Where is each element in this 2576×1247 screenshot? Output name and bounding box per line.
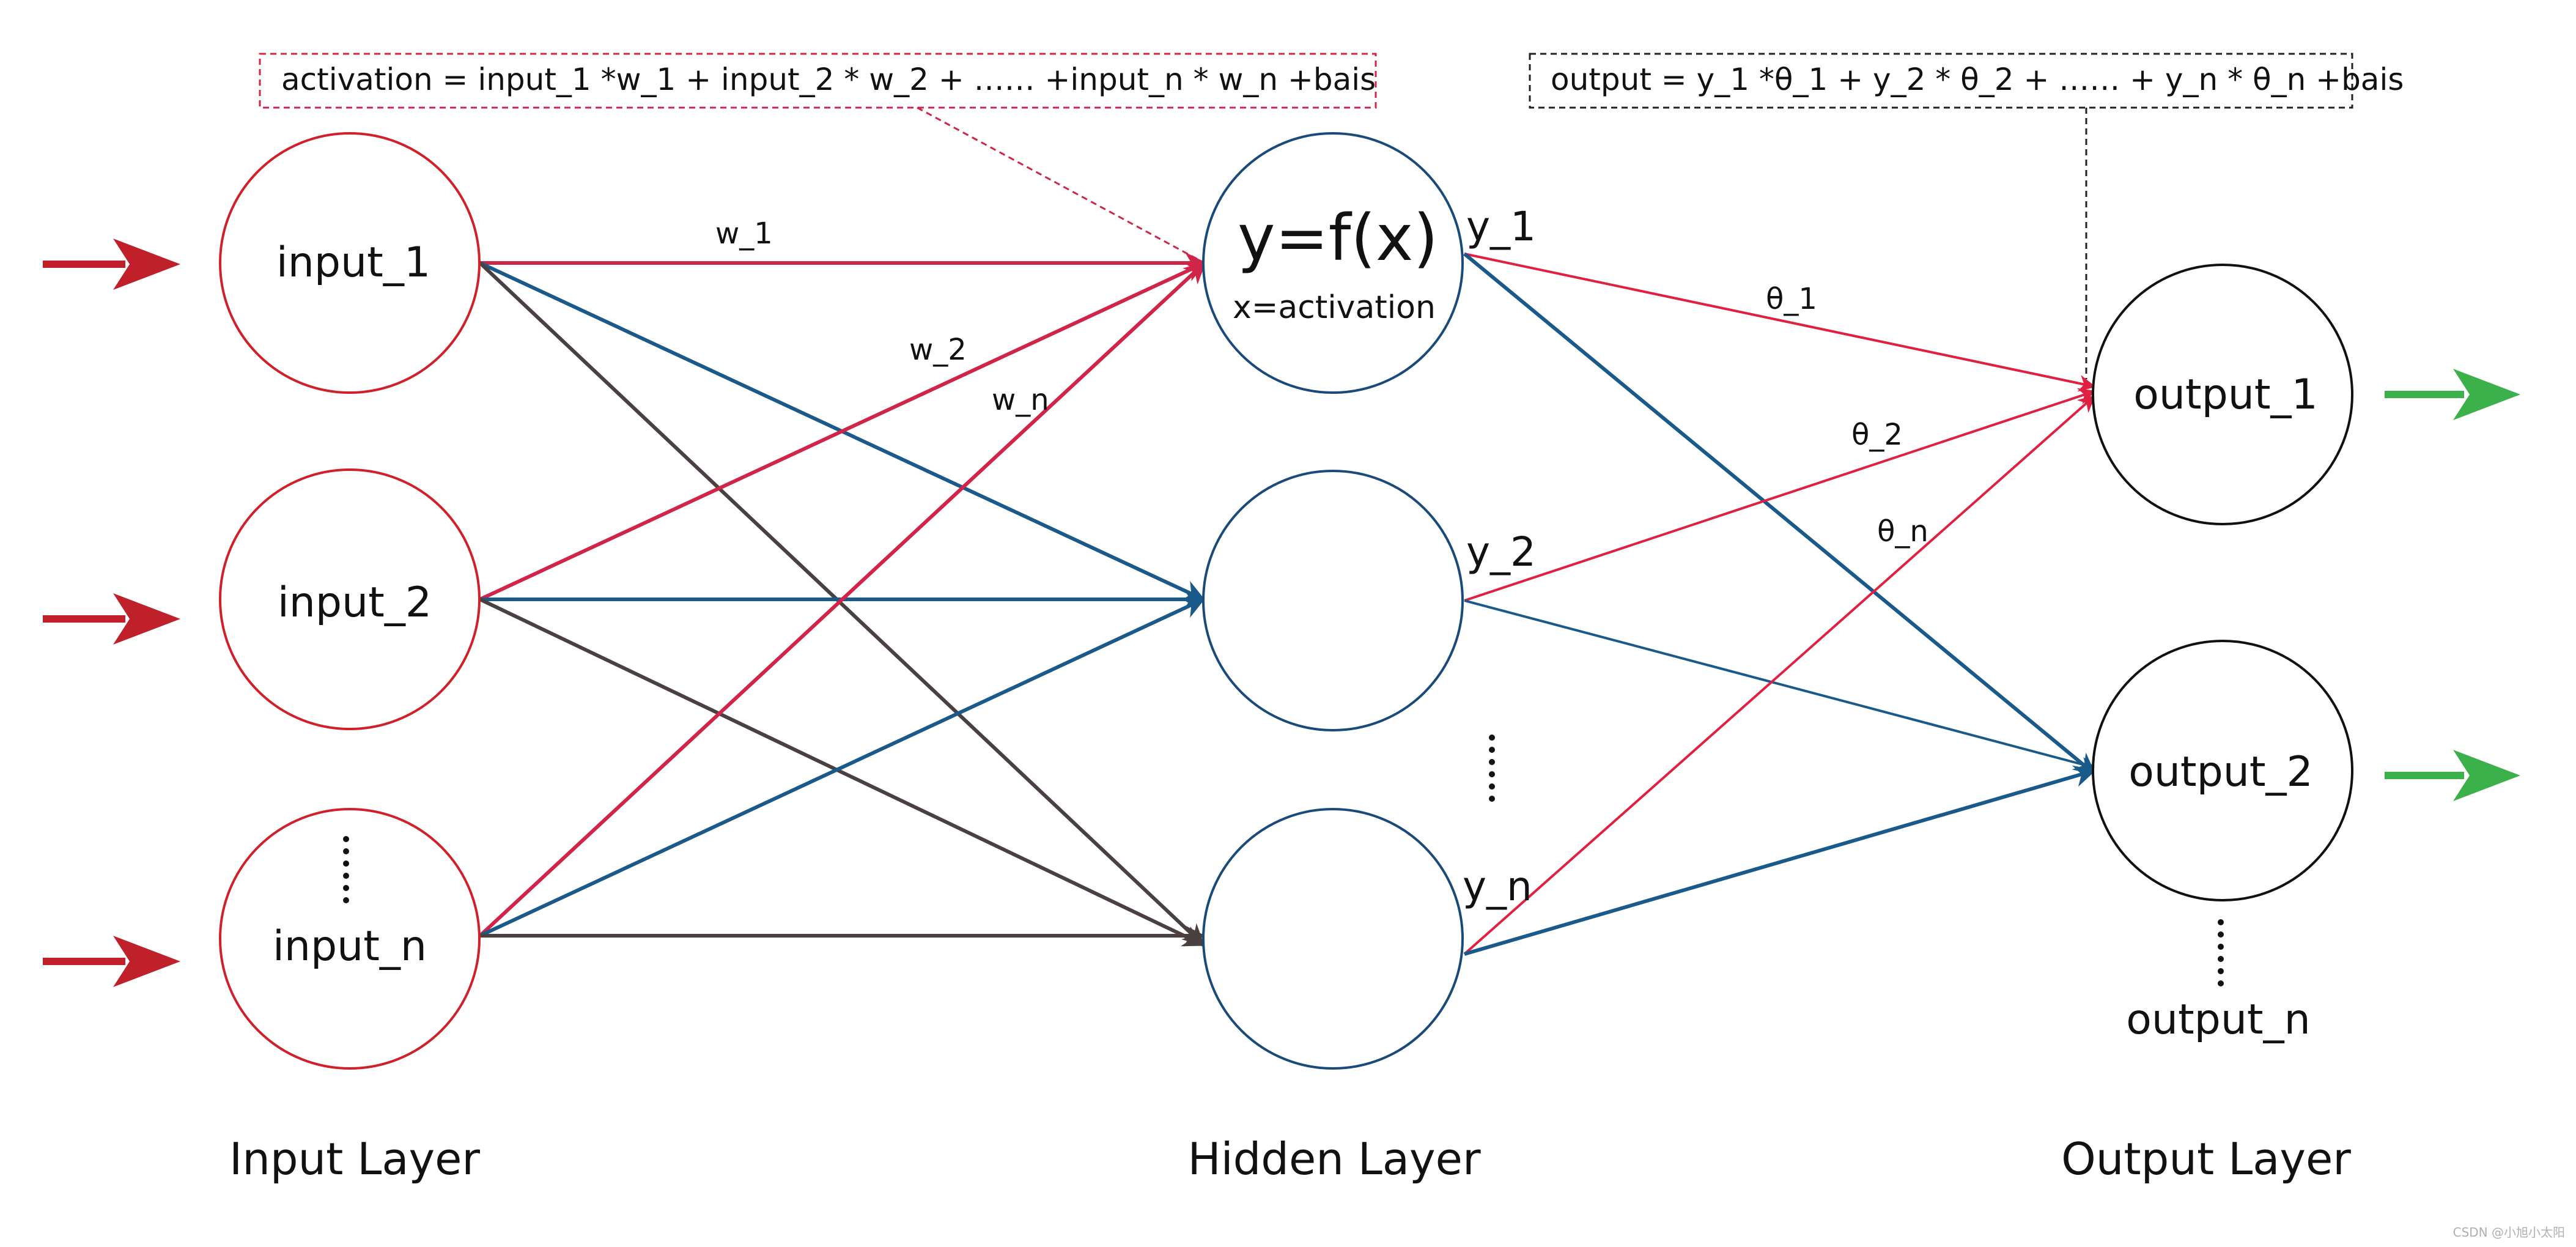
- input-node-1: [219, 132, 481, 394]
- input-layer-nodes: input_1 input_2 input_n: [219, 132, 481, 1070]
- edge-hidden2-output1: [1464, 388, 2096, 602]
- edge-hiddenn-output1: [1463, 395, 2096, 955]
- activation-formula-box: activation = input_1 *w_1 + input_2 * w_…: [259, 53, 1377, 109]
- weight-wn-label: w_n: [992, 383, 1049, 417]
- output-layer-label: Output Layer: [2061, 1133, 2351, 1185]
- weight-w1-label: w_1: [715, 216, 773, 251]
- input-hidden-edges: [478, 252, 1207, 947]
- output-formula: output = y_1 *θ_1 + y_2 * θ_2 + …… + y_n…: [1551, 62, 2404, 97]
- hidden-node-1: [1202, 132, 1464, 394]
- hidden-function-label: y=f(x): [1238, 201, 1438, 275]
- weight-w2-label: w_2: [909, 333, 967, 367]
- layer-labels: Input Layer Hidden Layer Output Layer: [229, 1133, 2351, 1185]
- input-layer-label: Input Layer: [229, 1133, 480, 1185]
- activation-pointer: [917, 106, 1205, 264]
- edge-input2-hidden3: [479, 598, 1206, 947]
- weight-labels: w_1 w_2 w_n θ_1 θ_2 θ_n: [715, 216, 1928, 549]
- outgoing-arrows: [2385, 369, 2520, 801]
- hidden-yn-label: y_n: [1463, 863, 1532, 910]
- weight-t2-label: θ_2: [1851, 418, 1903, 452]
- activation-formula: activation = input_1 *w_1 + input_2 * w_…: [281, 62, 1376, 97]
- outgoing-arrow-2-head: [2453, 750, 2520, 801]
- input-ellipsis: [343, 836, 349, 903]
- edge-inputn-hidden2: [479, 598, 1206, 938]
- incoming-arrow-2-head: [113, 593, 180, 645]
- input-node-n-label: input_n: [273, 922, 427, 971]
- input-node-1-label: input_1: [276, 239, 430, 287]
- output-node-1-label: output_1: [2133, 371, 2318, 419]
- edge-hidden2-output2: [1464, 599, 2096, 772]
- weight-t1-label: θ_1: [1766, 282, 1817, 316]
- hidden-node-2: [1202, 470, 1464, 731]
- edge-hiddenn-output2: [1464, 765, 2097, 956]
- edge-hidden1-output1: [1464, 253, 2096, 392]
- watermark: CSDN @小旭小太阳: [2453, 1225, 2565, 1240]
- edge-input2-hidden1: [479, 261, 1207, 601]
- input-node-2: [219, 468, 481, 730]
- hidden-layer-label: Hidden Layer: [1187, 1133, 1481, 1185]
- input-node-n: [219, 808, 481, 1070]
- hidden-node-n: [1202, 808, 1464, 1070]
- hidden-subtitle-label: x=activation: [1233, 289, 1436, 326]
- hidden-y2-label: y_2: [1466, 528, 1536, 575]
- output-node-1: [2092, 264, 2353, 525]
- output-node-n-label: output_n: [2126, 996, 2310, 1044]
- edge-inputn-hidden1: [478, 261, 1206, 938]
- hidden-output-edges: [1463, 252, 2097, 956]
- edge-hidden1-output2: [1463, 252, 2096, 775]
- incoming-arrows: [43, 239, 180, 987]
- output-ellipsis: [2218, 919, 2224, 986]
- input-node-2-label: input_2: [278, 579, 432, 627]
- weight-tn-label: θ_n: [1877, 514, 1928, 549]
- edge-input1-hidden3: [478, 261, 1205, 947]
- hidden-ellipsis: [1489, 735, 1495, 802]
- incoming-arrow-1-head: [113, 239, 180, 290]
- hidden-layer-nodes: y=f(x) x=activation y_1 y_2 y_n: [1202, 132, 1536, 1070]
- output-formula-box: output = y_1 *θ_1 + y_2 * θ_2 + …… + y_n…: [1529, 53, 2404, 109]
- incoming-arrow-3-head: [113, 936, 180, 987]
- output-layer-nodes: output_1 output_2 output_n: [2092, 264, 2353, 1044]
- output-node-2: [2092, 640, 2353, 901]
- outgoing-arrow-1-head: [2453, 369, 2520, 420]
- output-node-2-label: output_2: [2128, 748, 2313, 796]
- hidden-y1-label: y_1: [1466, 203, 1536, 250]
